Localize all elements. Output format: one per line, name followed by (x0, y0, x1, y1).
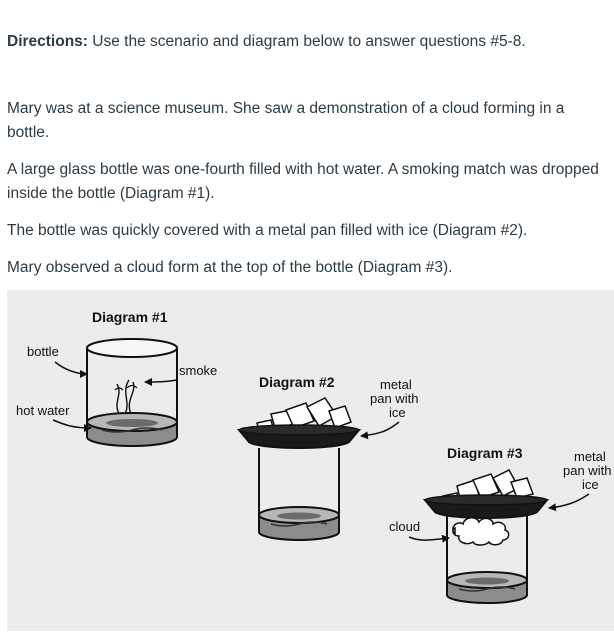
diagram-3-pan-label-line-3: ice (582, 477, 599, 492)
diagram-1-smoke (114, 379, 138, 415)
diagram-2-metal-pan (236, 424, 362, 449)
scenario-paragraph-4: Mary observed a cloud form at the top of… (7, 259, 453, 276)
diagram-1-title: Diagram #1 (92, 309, 168, 325)
diagram-3-bottle (446, 516, 528, 604)
diagram-2-pan-label-line-3: ice (389, 405, 406, 420)
directions-label: Directions: (7, 33, 88, 50)
scenario-paragraph-3: The bottle was quickly covered with a me… (7, 222, 528, 239)
diagram-3-metal-pan (422, 494, 550, 519)
directions-paragraph: Directions: Use the scenario and diagram… (7, 30, 604, 54)
diagram-2-pan-label-line-1: metal (380, 377, 412, 392)
diagram-2-title: Diagram #2 (259, 374, 335, 390)
directions-text: Use the scenario and diagram below to an… (87, 33, 526, 50)
diagram-3: Diagram #3 (389, 445, 611, 604)
diagram-3-cloud-label: cloud (389, 519, 420, 534)
diagram-1: Diagram #1 bottle smoke (16, 309, 217, 447)
diagram-3-title: Diagram #3 (447, 445, 523, 461)
diagram-2-ice-cubes (256, 397, 352, 435)
diagram-3-pan-label-line-1: metal (574, 449, 606, 464)
scenario-paragraph-2: A large glass bottle was one-fourth fill… (7, 161, 599, 202)
scenario-paragraph-1: Mary was at a science museum. She saw a … (7, 100, 565, 141)
diagram-3-pan-label-line-2: pan with (563, 463, 611, 478)
diagram-1-smoke-label: smoke (179, 363, 217, 378)
diagram-figure: Diagram #1 bottle smoke (7, 290, 614, 631)
diagram-2-bottle (258, 448, 340, 541)
diagram-3-cloud (452, 517, 510, 546)
diagram-2: Diagram #2 metal pan with (236, 374, 418, 541)
diagram-2-pan-label-line-2: pan with (370, 391, 418, 406)
diagram-1-bottle (86, 338, 178, 447)
diagram-1-hot-water-label: hot water (16, 403, 70, 418)
diagram-1-bottle-label: bottle (27, 344, 59, 359)
